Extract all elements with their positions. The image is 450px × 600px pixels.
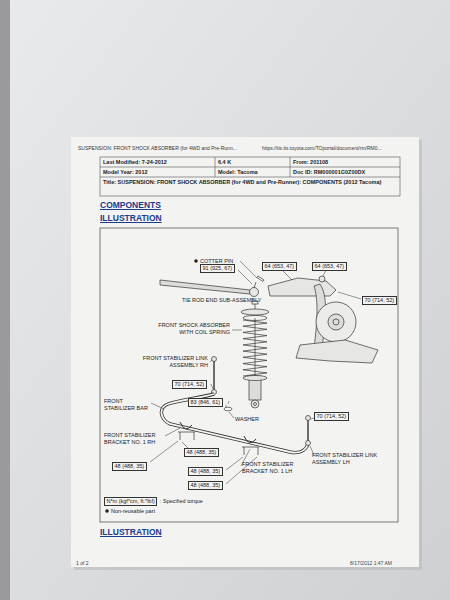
torque-value: N*m (kgf*cm, ft.*lbf): [107, 498, 155, 505]
legend-sample-dot: [105, 509, 109, 513]
shock-rod: [255, 318, 256, 376]
page-footer: 8/17/2012 1:47 AM: [350, 560, 392, 567]
legend-text: Non-reusable part: [111, 508, 155, 515]
torque-value: 70 (714, 52): [175, 381, 205, 388]
torque-box: N*m (kgf*cm, ft.*lbf): [104, 497, 157, 506]
paper-sheet: [71, 137, 419, 567]
torque-box: 48 (488, 35): [188, 467, 223, 476]
info-table: [100, 157, 400, 196]
torque-value: 64 (653, 47): [315, 263, 345, 270]
leader-lines: [150, 261, 361, 484]
part-name: FRONT STABILIZER BRACKET NO. 1 LH: [242, 461, 304, 474]
section-heading: ILLUSTRATION: [100, 213, 162, 223]
table-cell: Title: SUSPENSION: FRONT SHOCK ABSORBER …: [103, 179, 393, 186]
coil-spring: [243, 318, 267, 376]
part-name: FRONT STABILIZER LINK ASSEMBLY RH: [138, 355, 208, 368]
torque-value: 64 (653, 47): [265, 263, 295, 270]
page-url: https://tis.tis.toyota.com/TOportal/docu…: [262, 145, 382, 152]
legend-text: : Specified torque: [160, 498, 203, 505]
torque-box: 70 (714, 52): [314, 412, 349, 421]
torque-value: 70 (714, 52): [317, 413, 347, 420]
diagram-frame: [100, 228, 398, 522]
torque-box: 64 (653, 47): [312, 262, 347, 271]
torque-box: 83 (846, 61): [188, 398, 223, 407]
torque-box: 48 (488, 35): [112, 462, 147, 471]
torque-value: 70 (714, 52): [365, 297, 395, 304]
part-name: WASHER: [235, 416, 259, 423]
table-cell: Last Modified: 7-24-2012: [103, 159, 167, 166]
table-cell: Model: Tacoma: [218, 169, 258, 176]
page-header: SUSPENSION: FRONT SHOCK ABSORBER (for 4W…: [78, 145, 237, 152]
part-name: FRONT SHOCK ABSORBER WITH COIL SPRING: [150, 322, 230, 335]
table-cell: 6.4 K: [218, 159, 231, 166]
edge-strip: [0, 0, 10, 600]
torque-value: 48 (488, 35): [191, 468, 221, 475]
part-name: FRONT STABILIZER LINK ASSEMBLY LH: [312, 452, 384, 465]
torque-box: 91 (925, 67): [200, 264, 235, 273]
torque-value: 91 (925, 67): [203, 265, 233, 272]
torque-box: 48 (488, 35): [188, 481, 223, 490]
torque-box: 70 (714, 52): [172, 380, 207, 389]
part-name: FRONT STABILIZER BRACKET NO. 1 RH: [104, 432, 168, 445]
table-cell: Doc ID: RM000001G0Z00DX: [293, 169, 365, 176]
torque-value: 48 (488, 35): [191, 482, 221, 489]
non-reusable-mark: [194, 259, 198, 263]
table-cell: Model Year: 2012: [103, 169, 148, 176]
part-name: TIE ROD END SUB-ASSEMBLY: [182, 297, 261, 304]
torque-value: 48 (488, 35): [187, 449, 217, 456]
part-name: FRONT STABILIZER BAR: [104, 398, 152, 411]
torque-box: 48 (488, 35): [184, 448, 219, 457]
section-heading: ILLUSTRATION: [100, 527, 162, 537]
torque-box: 64 (653, 47): [262, 262, 297, 271]
torque-value: 48 (488, 35): [115, 463, 145, 470]
torque-box: 70 (714, 52): [362, 296, 397, 305]
page-footer: 1 of 2: [76, 560, 89, 567]
section-heading: COMPONENTS: [100, 200, 161, 210]
table-cell: From: 201108: [293, 159, 328, 166]
torque-value: 83 (846, 61): [191, 399, 221, 406]
